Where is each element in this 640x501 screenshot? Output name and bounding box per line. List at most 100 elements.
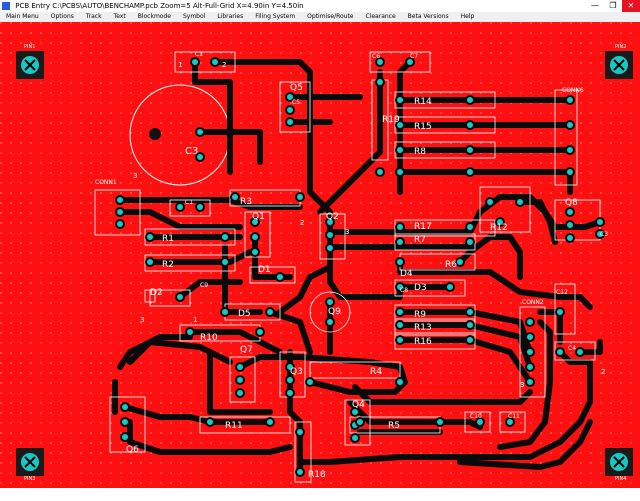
pad[interactable] — [175, 202, 185, 212]
menu-options[interactable]: Options — [50, 13, 74, 20]
pad[interactable] — [235, 388, 245, 398]
menu-text[interactable]: Text — [113, 13, 126, 20]
pad[interactable] — [235, 362, 245, 372]
menu-clearance[interactable]: Clearance — [365, 13, 396, 20]
pad[interactable] — [555, 347, 565, 357]
pad[interactable] — [395, 237, 405, 247]
pad[interactable] — [565, 233, 575, 243]
pad[interactable] — [375, 57, 385, 67]
pcb-board[interactable]: C3 — [0, 22, 640, 488]
pad[interactable] — [285, 375, 295, 385]
pad[interactable] — [305, 377, 315, 387]
pad[interactable] — [325, 297, 335, 307]
pad[interactable] — [255, 327, 265, 337]
pad[interactable] — [375, 77, 385, 87]
pad[interactable] — [395, 167, 405, 177]
pad[interactable] — [120, 402, 130, 412]
pad[interactable] — [250, 247, 260, 257]
pad[interactable] — [115, 219, 125, 229]
pad[interactable] — [565, 120, 575, 130]
pad[interactable] — [465, 307, 475, 317]
pad[interactable] — [395, 222, 405, 232]
pad[interactable] — [210, 57, 220, 67]
pad[interactable] — [565, 167, 575, 177]
pad[interactable] — [525, 317, 535, 327]
pad[interactable] — [120, 432, 130, 442]
pad[interactable] — [465, 145, 475, 155]
pad[interactable] — [185, 327, 195, 337]
pad[interactable] — [395, 120, 405, 130]
pad[interactable] — [595, 229, 605, 239]
pad[interactable] — [445, 282, 455, 292]
pad[interactable] — [285, 117, 295, 127]
pad[interactable] — [375, 167, 385, 177]
pcb-canvas[interactable]: C3 — [0, 22, 640, 488]
pad[interactable] — [495, 217, 505, 227]
pad[interactable] — [465, 95, 475, 105]
pad[interactable] — [145, 257, 155, 267]
pad[interactable] — [220, 307, 230, 317]
pad[interactable] — [250, 232, 260, 242]
pad[interactable] — [555, 307, 565, 317]
pad[interactable] — [465, 320, 475, 330]
pad[interactable] — [395, 282, 405, 292]
pad[interactable] — [465, 167, 475, 177]
pad[interactable] — [295, 467, 305, 477]
pad[interactable] — [505, 417, 515, 427]
pad[interactable] — [525, 347, 535, 357]
pad[interactable] — [325, 317, 335, 327]
pad[interactable] — [195, 127, 205, 137]
pad[interactable] — [115, 195, 125, 205]
minimize-button[interactable]: — — [591, 1, 599, 10]
pad[interactable] — [515, 197, 525, 207]
pad[interactable] — [485, 197, 495, 207]
pad[interactable] — [295, 192, 305, 202]
pad[interactable] — [285, 92, 295, 102]
maximize-button[interactable]: ❐ — [609, 1, 617, 10]
pad[interactable] — [565, 145, 575, 155]
pad[interactable] — [475, 417, 485, 427]
menu-track[interactable]: Track — [85, 13, 102, 20]
pad[interactable] — [525, 377, 535, 387]
pad[interactable] — [325, 230, 335, 240]
menu-symbol[interactable]: Symbol — [182, 13, 206, 20]
pad[interactable] — [115, 207, 125, 217]
menu-blockmode[interactable]: Blockmode — [137, 13, 171, 20]
pad[interactable] — [395, 320, 405, 330]
pad[interactable] — [405, 57, 415, 67]
pad[interactable] — [325, 243, 335, 253]
pad[interactable] — [525, 332, 535, 342]
pad[interactable] — [220, 232, 230, 242]
pad[interactable] — [205, 417, 215, 427]
pad[interactable] — [220, 257, 230, 267]
pad[interactable] — [525, 362, 535, 372]
pad[interactable] — [285, 362, 295, 372]
pad[interactable] — [395, 95, 405, 105]
pad[interactable] — [465, 237, 475, 247]
pad[interactable] — [465, 222, 475, 232]
pad[interactable] — [395, 145, 405, 155]
pad[interactable] — [465, 335, 475, 345]
pad[interactable] — [435, 417, 445, 427]
pad[interactable] — [565, 220, 575, 230]
close-button[interactable]: ✕ — [622, 0, 640, 12]
pad[interactable] — [265, 417, 275, 427]
pad[interactable] — [120, 417, 130, 427]
menu-main-menu[interactable]: Main Menu — [6, 13, 39, 20]
pad[interactable] — [350, 407, 360, 417]
pad[interactable] — [285, 388, 295, 398]
pad[interactable] — [230, 192, 240, 202]
pad[interactable] — [595, 217, 605, 227]
pad[interactable] — [350, 433, 360, 443]
pad[interactable] — [190, 57, 200, 67]
menu-optimise-route[interactable]: Optimise/Route — [307, 13, 354, 20]
pad[interactable] — [565, 207, 575, 217]
pad[interactable] — [355, 417, 365, 427]
pad[interactable] — [575, 347, 585, 357]
pad[interactable] — [565, 95, 575, 105]
pad[interactable] — [395, 307, 405, 317]
pad[interactable] — [275, 272, 285, 282]
menu-beta-versions[interactable]: Beta Versions — [407, 13, 449, 20]
menu-filing-system[interactable]: Filing System — [255, 13, 296, 20]
pad[interactable] — [465, 120, 475, 130]
